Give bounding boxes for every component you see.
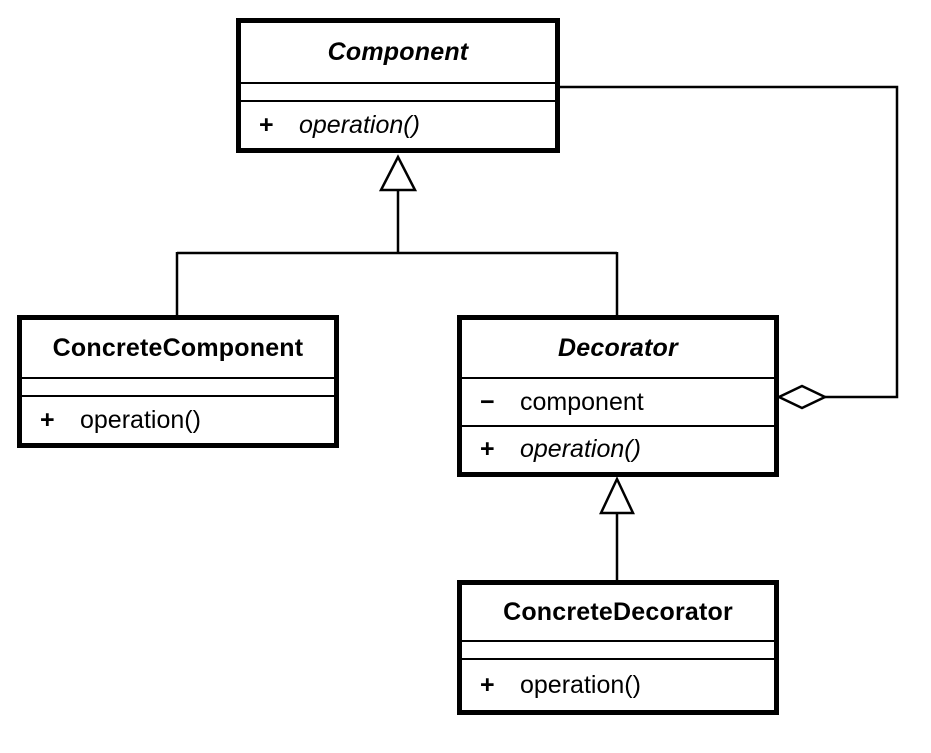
class-box-concrete-component: ConcreteComponent + operation() — [17, 315, 339, 448]
operation-row: + operation() — [22, 406, 334, 435]
class-box-component: Component + operation() — [236, 18, 560, 153]
attribute-name: component — [520, 387, 644, 416]
operations-section: + operation() — [462, 425, 774, 472]
class-box-concrete-decorator: ConcreteDecorator + operation() — [457, 580, 779, 715]
inheritance-triangle-component — [378, 154, 418, 192]
visibility-symbol: + — [40, 405, 55, 434]
attributes-section — [22, 377, 334, 395]
attributes-section: − component — [462, 377, 774, 425]
visibility-symbol: + — [480, 670, 495, 699]
visibility-symbol: + — [259, 110, 274, 139]
class-name: Component — [327, 38, 469, 66]
class-name: ConcreteDecorator — [503, 598, 733, 626]
operation-signature: operation() — [80, 405, 201, 434]
class-name: ConcreteComponent — [52, 334, 304, 362]
attributes-section — [241, 82, 555, 100]
operation-row: + operation() — [462, 671, 774, 700]
operation-signature: operation() — [520, 435, 641, 463]
operation-row: + operation() — [462, 435, 774, 464]
attribute-row: − component — [462, 388, 774, 417]
operations-section: + operation() — [22, 395, 334, 443]
operations-section: + operation() — [462, 658, 774, 710]
class-box-decorator: Decorator − component + operation() — [457, 315, 779, 477]
operation-signature: operation() — [299, 110, 420, 139]
inheritance-triangle-decorator — [599, 476, 635, 515]
operation-row: + operation() — [241, 111, 555, 140]
operation-signature: operation() — [520, 670, 641, 699]
visibility-symbol: − — [480, 387, 495, 416]
attributes-section — [462, 640, 774, 658]
operations-section: + operation() — [241, 100, 555, 148]
aggregation-diamond — [776, 384, 828, 410]
visibility-symbol: + — [480, 435, 495, 463]
class-name: Decorator — [558, 334, 678, 362]
